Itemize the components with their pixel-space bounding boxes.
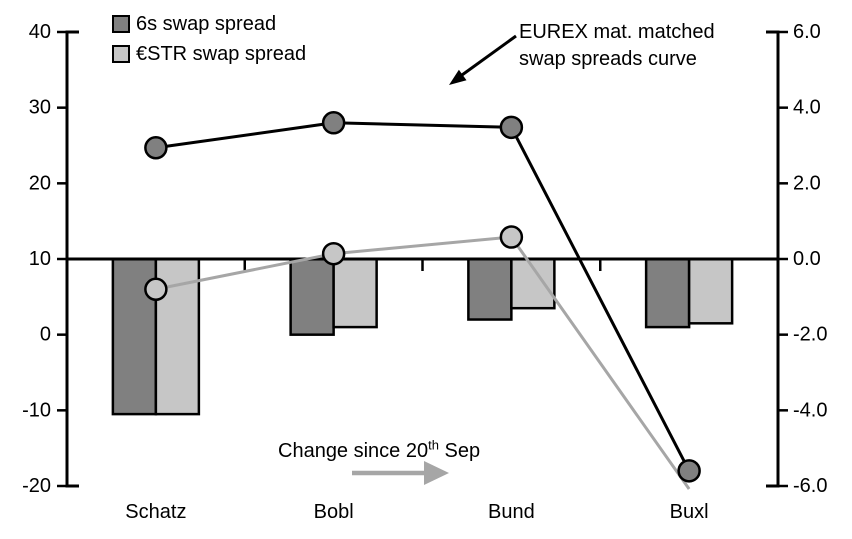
right-axis-tick-label: 6.0 xyxy=(793,21,821,43)
right-axis-tick-label: 2.0 xyxy=(793,172,821,194)
category-label-bund: Bund xyxy=(488,501,535,523)
annotation-curve-line2: swap spreads curve xyxy=(519,48,697,70)
curve-annotation-arrowhead-icon xyxy=(449,69,467,85)
bar-6s-buxl xyxy=(644,257,691,329)
line-estr xyxy=(155,235,691,490)
left-axis-tick-label: 30 xyxy=(29,97,51,119)
annotation-change-sup: th xyxy=(428,437,439,453)
bar-6s-bund xyxy=(467,257,513,321)
marker-6s-schatz xyxy=(144,136,168,160)
line-6s xyxy=(155,121,691,472)
legend-item-estr: €STR swap spread xyxy=(112,43,306,65)
marker-6s-bobl xyxy=(321,111,346,135)
bar-estr-bobl xyxy=(332,257,378,329)
curve-annotation-arrow-icon xyxy=(461,34,517,77)
left-axis-tick-label: -10 xyxy=(22,399,51,421)
left-axis-tick-label: 20 xyxy=(29,172,51,194)
annotation-curve-line1: EUREX mat. matched xyxy=(519,21,715,43)
legend-item-6s: 6s swap spread xyxy=(112,13,306,35)
category-label-bobl: Bobl xyxy=(314,501,354,523)
bar-6s-bobl xyxy=(289,257,335,336)
marker-estr-bund xyxy=(499,225,524,249)
annotation-curve-label: EUREX mat. matched swap spreads curve xyxy=(519,19,715,73)
marker-estr-bobl xyxy=(321,241,346,266)
legend-label-6s: 6s swap spread xyxy=(136,13,277,35)
legend-swatch-estr-icon xyxy=(112,45,130,63)
right-axis-tick-label: 0.0 xyxy=(793,248,821,270)
annotation-change-label: Change since 20th Sep xyxy=(278,437,481,463)
left-axis-tick-label: 10 xyxy=(29,248,51,270)
change-arrowhead-icon xyxy=(424,461,449,485)
marker-6s-buxl xyxy=(677,459,701,483)
left-axis-tick-label: 40 xyxy=(29,21,51,43)
bar-estr-buxl xyxy=(687,257,734,325)
marker-6s-bund xyxy=(499,115,524,140)
left-axis-tick-label: -20 xyxy=(22,475,51,497)
right-axis-tick-label: -6.0 xyxy=(793,475,827,497)
annotation-change-prefix: Change since 20 xyxy=(278,440,429,462)
right-axis-tick-label: 4.0 xyxy=(793,97,821,119)
left-axis-tick-label: 0 xyxy=(40,324,51,346)
annotation-change-suffix: Sep xyxy=(438,440,481,462)
marker-estr-schatz xyxy=(144,277,168,302)
legend-label-estr: €STR swap spread xyxy=(136,43,307,65)
right-axis-tick-label: -4.0 xyxy=(793,399,827,421)
category-label-buxl: Buxl xyxy=(670,501,709,523)
right-axis-tick-label: -2.0 xyxy=(793,324,827,346)
legend: 6s swap spread €STR swap spread xyxy=(112,13,306,65)
category-label-schatz: Schatz xyxy=(125,501,186,523)
legend-swatch-6s-icon xyxy=(112,15,130,33)
